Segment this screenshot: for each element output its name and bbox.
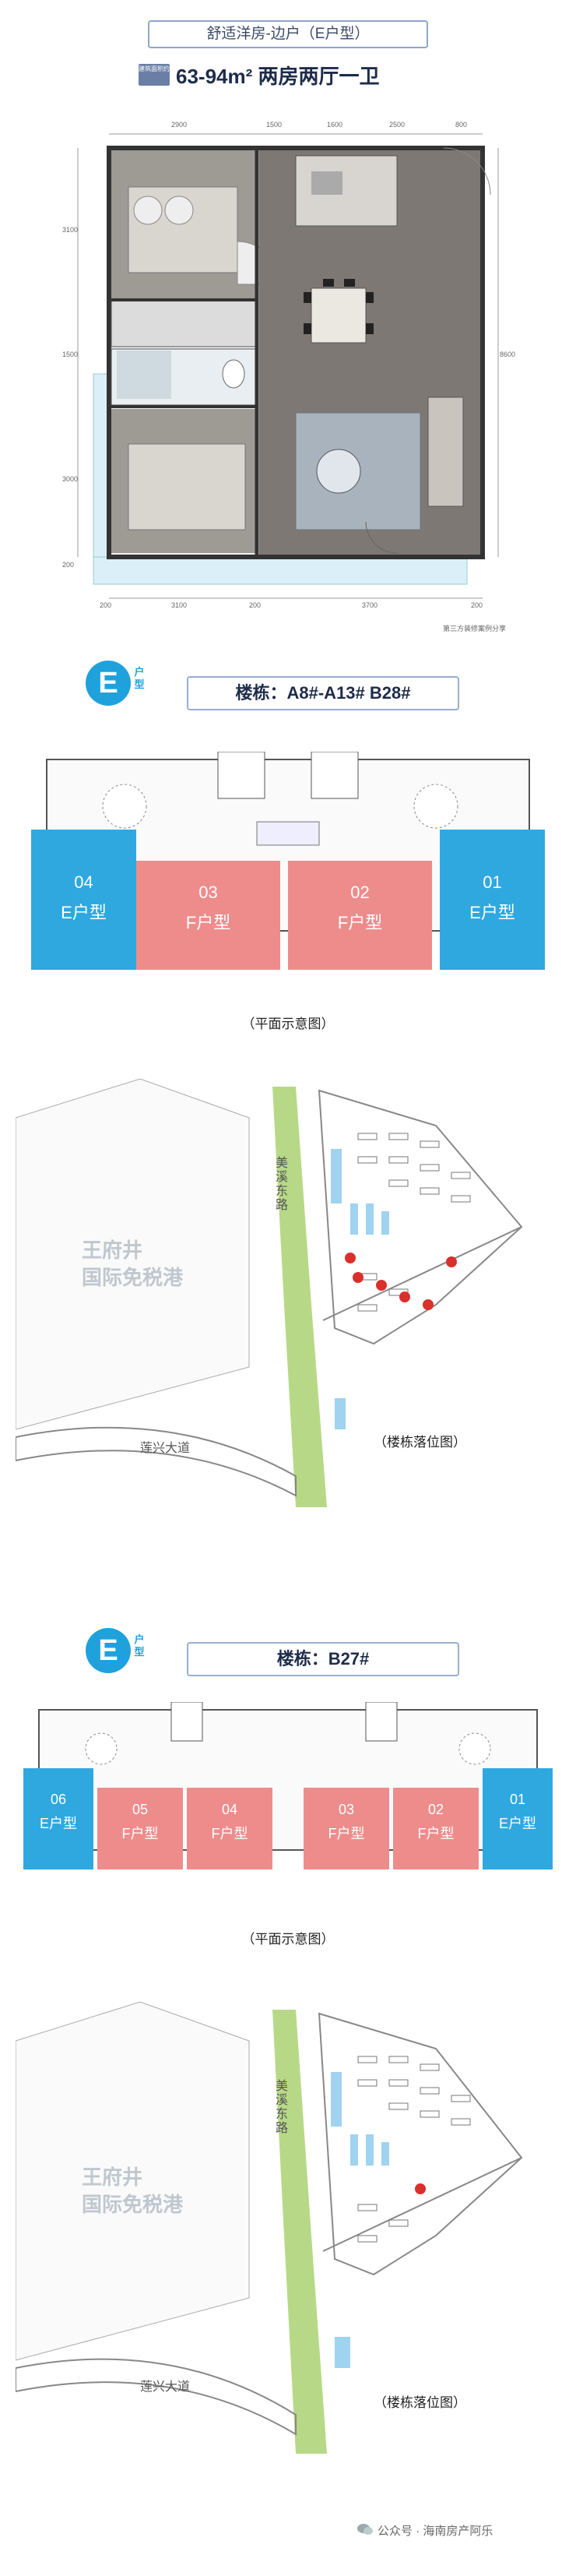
buildings-box-1: 楼栋：A8#-A13# B28# <box>187 676 459 710</box>
unit-2-02-num: 02 <box>427 1802 444 1817</box>
unit-2-06-type: E户型 <box>39 1816 77 1831</box>
dim-top-1: 2900 <box>171 121 188 129</box>
site-2-road-meixi: 美溪东路 <box>276 2080 289 2135</box>
dim-bottom-3: 200 <box>249 601 262 609</box>
unit-2-05-type: F户型 <box>121 1826 159 1841</box>
plan-caption-2: （平面示意图） <box>241 1932 335 1947</box>
unit-2-02-type: F户型 <box>417 1826 455 1841</box>
unit-2-06-num: 06 <box>50 1792 67 1807</box>
unit-1-03-num: 03 <box>198 883 218 902</box>
unit-1-03: 03 F户型 <box>136 861 280 970</box>
unit-2-03: 03 F户型 <box>304 1788 389 1869</box>
site-1-landmark-l1: 王府井 <box>82 1239 143 1262</box>
wechat-icon <box>356 2522 374 2536</box>
unit-2-01-type: E户型 <box>498 1816 536 1831</box>
unit-1-04-num: 04 <box>74 872 93 892</box>
type-badge-1: E <box>86 661 131 706</box>
unit-2-04-type: F户型 <box>211 1826 248 1841</box>
dim-bottom-1: 200 <box>100 601 112 609</box>
area-title: 63-94m² 两房两厅一卫 <box>176 65 380 88</box>
site-1-road-lianxing: 莲兴大道 <box>140 1442 191 1455</box>
unit-1-03-type: F户型 <box>185 913 231 932</box>
site-caption-1: （楼栋落位图） <box>374 1435 466 1450</box>
unit-1-02-num: 02 <box>350 883 370 902</box>
unit-2-05-num: 05 <box>132 1802 149 1817</box>
dim-left-4: 200 <box>62 561 75 569</box>
dim-left-3: 3000 <box>62 475 79 483</box>
dim-right-1: 8600 <box>500 351 516 358</box>
site-1-landmark-l2: 国际免税港 <box>82 1266 184 1289</box>
unit-2-01-num: 01 <box>509 1792 526 1807</box>
site-1-road-meixi: 美溪东路 <box>276 1157 289 1212</box>
unit-1-02: 02 F户型 <box>288 861 432 970</box>
dim-bottom-2: 3100 <box>171 601 188 609</box>
floorplan-note: 第三方装修案例分享 <box>442 625 506 633</box>
type-badge-1-sub: 户型 <box>134 666 145 690</box>
site-plan-2-drawing <box>15 2001 523 2454</box>
unit-2-03-num: 03 <box>338 1802 355 1817</box>
type-badge-2: E <box>86 1628 131 1673</box>
dim-top-3: 1600 <box>327 121 343 129</box>
site-caption-2: （楼栋落位图） <box>374 2395 466 2410</box>
site-2-landmark-l2: 国际免税港 <box>82 2193 184 2216</box>
unit-2-04: 04 F户型 <box>187 1788 272 1869</box>
buildings-box-2: 楼栋：B27# <box>187 1642 459 1676</box>
site-2-road-lianxing: 莲兴大道 <box>140 2380 191 2394</box>
site-plan-1: 美溪东路 莲兴大道 王府井 国际免税港 （楼栋落位图） <box>15 1071 560 1507</box>
site-2-landmark-l1: 王府井 <box>82 2165 143 2189</box>
type-badge-2-sub: 户型 <box>134 1633 145 1658</box>
unit-plan-2: 06 E户型 05 F户型 04 F户型 03 F户型 02 F户型 01 E户… <box>23 1701 553 1889</box>
unit-1-01-type: E户型 <box>469 903 515 922</box>
unit-1-02-type: F户型 <box>337 913 383 932</box>
dim-bottom-4: 3700 <box>362 601 378 609</box>
unit-1-01-num: 01 <box>483 872 502 892</box>
unit-plan-1: 04 E户型 03 F户型 02 F户型 01 E户型 <box>31 751 545 985</box>
dim-top-4: 2500 <box>389 121 406 129</box>
unit-1-04: 04 E户型 <box>31 830 136 970</box>
unit-2-05: 05 F户型 <box>97 1788 183 1869</box>
plan-caption-1: （平面示意图） <box>241 1017 335 1031</box>
floor-plan: 2900 1500 1600 2500 800 200 3100 200 370… <box>62 117 516 633</box>
dim-top-2: 1500 <box>266 121 283 129</box>
unit-2-02: 02 F户型 <box>393 1788 479 1869</box>
unit-2-03-type: F户型 <box>328 1826 365 1841</box>
unit-1-04-type: E户型 <box>61 903 107 922</box>
site-plan-2: 美溪东路 莲兴大道 王府井 国际免税港 （楼栋落位图） <box>15 1994 560 2454</box>
site-plan-1-drawing <box>15 1078 523 1507</box>
unit-2-04-num: 04 <box>221 1802 238 1817</box>
floor-plan-drawing <box>77 133 499 599</box>
dim-top-5: 800 <box>455 121 468 129</box>
unit-2-01: 01 E户型 <box>483 1768 553 1869</box>
dim-left-2: 1500 <box>62 351 79 358</box>
dim-bottom-5: 200 <box>471 601 483 609</box>
dim-left-1: 3100 <box>62 226 79 234</box>
unit-1-01: 01 E户型 <box>440 830 545 970</box>
unit-2-06: 06 E户型 <box>23 1768 93 1869</box>
area-tag: 建筑面积约 <box>139 64 170 86</box>
footer-watermark: 公众号 · 海南房产阿乐 <box>378 2525 493 2538</box>
plan-title: 舒适洋房-边户（E户型） <box>148 20 428 48</box>
